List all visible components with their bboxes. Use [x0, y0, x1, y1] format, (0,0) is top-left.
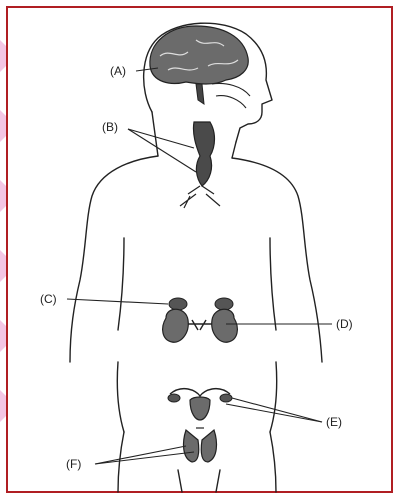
label-c: (C) [40, 292, 57, 306]
leg-outline-right [270, 432, 276, 492]
hip-outline-right [270, 362, 277, 432]
leader-line-c [67, 299, 168, 304]
label-b: (B) [102, 120, 118, 134]
label-f: (F) [66, 457, 81, 471]
brain [150, 26, 250, 108]
leg-inner-right [216, 470, 220, 492]
arm-inner-left [118, 238, 124, 330]
kidneys-adrenals [163, 298, 238, 342]
leader-line-e2 [232, 398, 322, 422]
ovaries-uterus [168, 389, 232, 420]
label-a: (A) [110, 64, 126, 78]
label-e: (E) [326, 415, 342, 429]
leader-line-b2 [128, 129, 196, 172]
leader-line-e1 [226, 404, 322, 422]
hip-outline-left [117, 362, 124, 432]
neck-outline-right [232, 142, 236, 158]
torso-outline-right [232, 158, 322, 362]
leg-inner-left [178, 470, 182, 492]
arm-inner-right [270, 238, 276, 330]
label-d: (D) [336, 317, 353, 331]
neck-outline-left [152, 112, 158, 156]
testes [184, 428, 217, 462]
leg-outline-left [118, 432, 124, 492]
leader-line-b1 [128, 129, 194, 148]
thyroid-thymus [180, 122, 220, 208]
torso-outline-left [70, 156, 158, 362]
